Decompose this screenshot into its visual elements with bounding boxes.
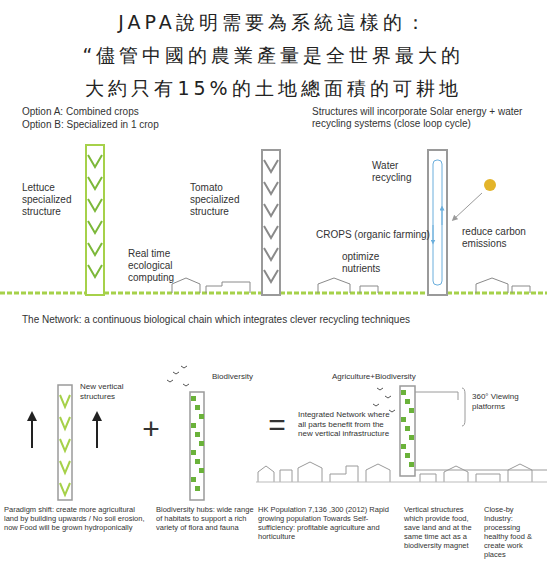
tower-new <box>32 385 97 500</box>
tower-biodiversity <box>190 392 204 500</box>
description: Close-by Industry: processing healthy fo… <box>484 505 544 559</box>
operator: = <box>262 410 292 440</box>
city-silhouette <box>256 462 547 482</box>
description: HK Population 7,136 ,300 (2012) Rapid gr… <box>258 505 398 541</box>
structure-label: Biodiversity <box>212 372 292 382</box>
description: Vertical structures which provide food, … <box>404 505 482 550</box>
title: JAPA說明需要為系統這樣的： “儘管中國的農業產量是全世界最大的 大約只有15… <box>0 6 547 105</box>
structure-label: Lettuce specialized structure <box>22 182 84 218</box>
network-ground <box>0 293 547 294</box>
option-label: Option B: Specialized in 1 crop <box>22 119 222 131</box>
note: Water recycling <box>372 160 426 184</box>
sun <box>454 179 496 219</box>
note: reduce carbon emissions <box>462 226 532 250</box>
note: Real time ecological computing <box>128 248 204 284</box>
tower-lettuce <box>86 145 104 295</box>
network-caption: The Network: a continuous biological cha… <box>22 314 542 326</box>
tower-integrated <box>400 386 547 476</box>
operator: + <box>136 414 166 444</box>
description: Biodiversity hubs: wide range of habitat… <box>156 505 254 532</box>
houses-top <box>172 278 530 293</box>
platform-label: 360° Viewing platforms <box>472 392 544 411</box>
structure-label: Tomato specialized structure <box>190 182 258 218</box>
tower-tomato <box>262 150 280 295</box>
note: Integrated Network where all parts benef… <box>298 410 396 439</box>
note: CROPS (organic farming) <box>316 229 436 241</box>
option-label: Option A: Combined crops <box>22 106 222 118</box>
structure-label: New vertical structures <box>80 382 140 401</box>
note: optimize nutrients <box>342 251 412 275</box>
note: Structures will incorporate Solar energy… <box>312 106 544 130</box>
tower-recycling <box>428 150 447 295</box>
section-label: Agriculture+Biodiversity <box>332 372 452 382</box>
description: Paradigm shift: create more agricultural… <box>4 505 146 532</box>
